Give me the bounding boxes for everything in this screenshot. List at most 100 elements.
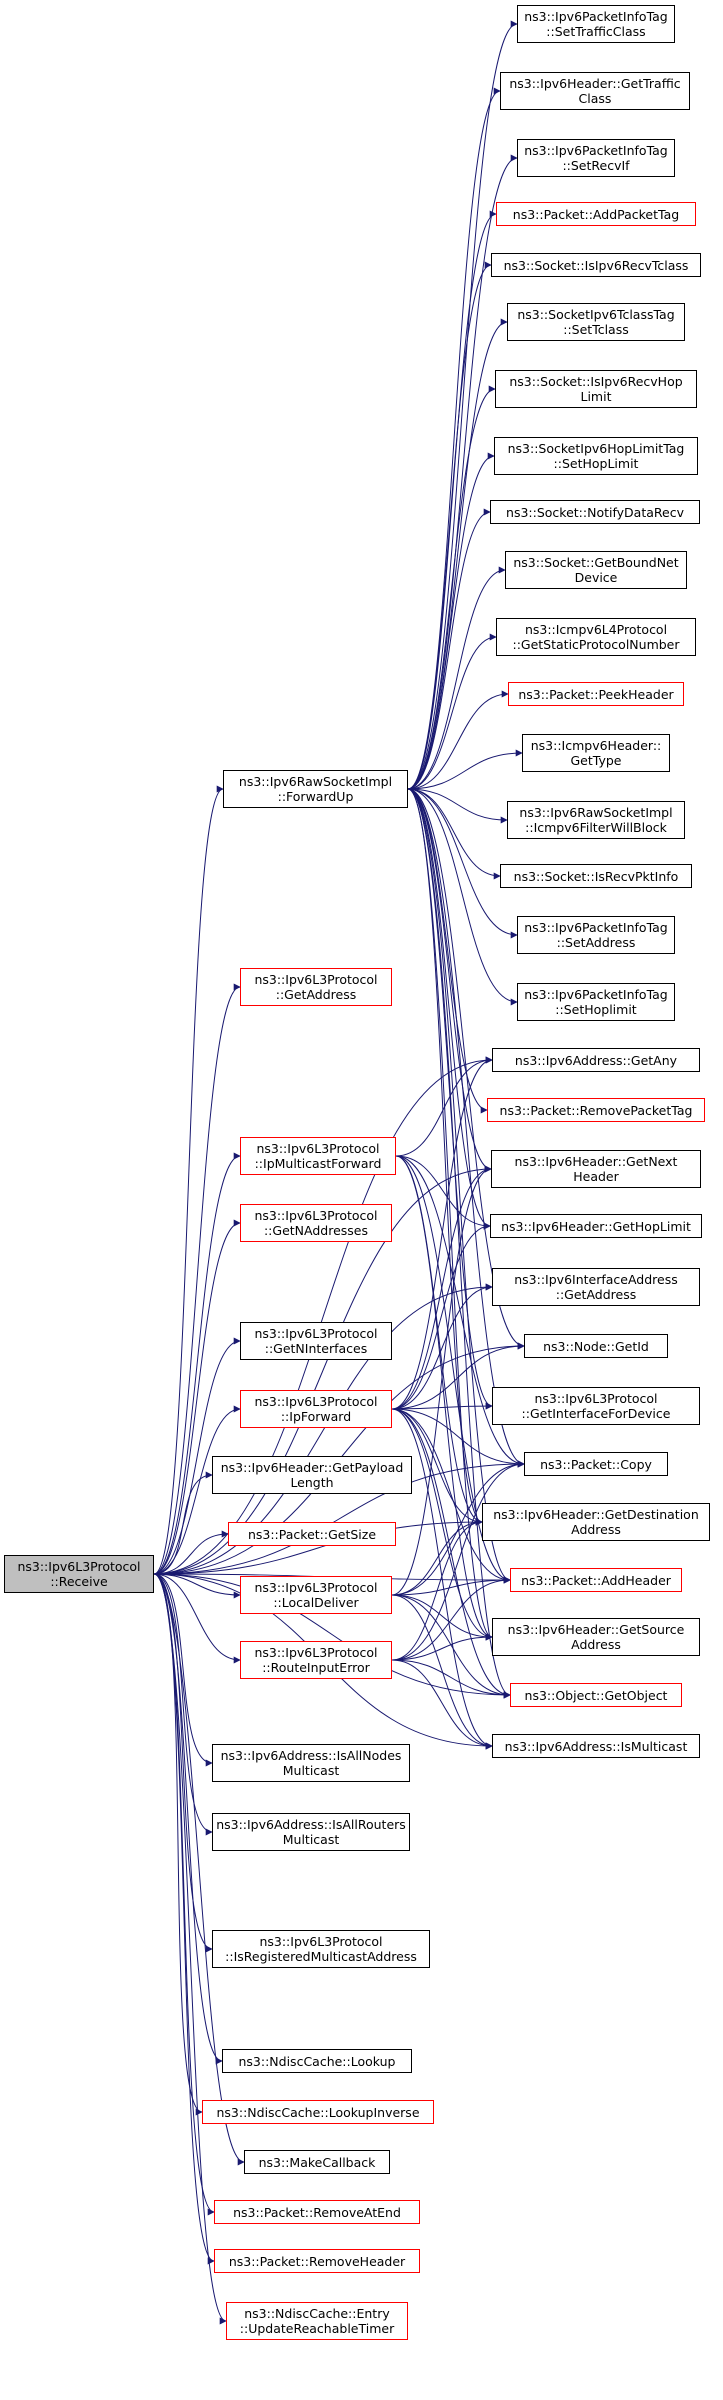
node-sethl[interactable]: ns3::Ipv6PacketInfoTag::SetHoplimit <box>517 983 675 1021</box>
edge-fwdup-to-getdst <box>407 788 483 1526</box>
node-label: ns3::Packet::Copy <box>540 1456 652 1472</box>
node-label: ns3::Ipv6RawSocketImpl <box>238 774 393 789</box>
node-label: ns3::Ipv6L3Protocol <box>259 1934 383 1949</box>
edge-fwdup-to-gethop <box>407 788 491 1230</box>
edge-rie-to-getdst <box>391 1518 483 1661</box>
edge-ipfwd-to-getsrc <box>391 1408 493 1641</box>
node-label: ::GetInterfaceForDevice <box>521 1406 671 1421</box>
node-addhdr[interactable]: ns3::Packet::AddHeader <box>510 1568 682 1592</box>
node-label: ns3::Ipv6Header::GetNext <box>514 1154 678 1169</box>
node-label: ns3::NdiscCache::Lookup <box>238 2053 396 2069</box>
edge-root-to-getnaddr <box>153 1219 241 1575</box>
node-ifaddr[interactable]: ns3::Ipv6InterfaceAddress::GetAddress <box>492 1268 700 1306</box>
edge-root-to-getpay <box>153 1471 213 1575</box>
node-localdel[interactable]: ns3::Ipv6L3Protocol::LocalDeliver <box>240 1576 392 1614</box>
node-label: GetType <box>570 753 622 768</box>
node-ipfwd[interactable]: ns3::Ipv6L3Protocol::IpForward <box>240 1390 392 1428</box>
edge-root-to-getdst <box>153 1518 483 1575</box>
node-shlset[interactable]: ns3::SocketIpv6HopLimitTag::SetHopLimit <box>494 437 698 475</box>
node-ndlookup[interactable]: ns3::NdiscCache::Lookup <box>222 2049 412 2073</box>
node-getnif[interactable]: ns3::Ipv6L3Protocol::GetNInterfaces <box>240 1322 392 1360</box>
node-makecb[interactable]: ns3::MakeCallback <box>244 2150 390 2174</box>
node-icmptype[interactable]: ns3::Icmpv6Header::GetType <box>522 734 670 772</box>
edge-ipfwd-to-addhdr <box>391 1408 511 1584</box>
node-rie[interactable]: ns3::Ipv6L3Protocol::RouteInputError <box>240 1641 392 1679</box>
node-label: ns3::NdiscCache::LookupInverse <box>216 2104 420 2120</box>
node-gethop[interactable]: ns3::Ipv6Header::GetHopLimit <box>490 1214 702 1238</box>
node-getaddr[interactable]: ns3::Ipv6L3Protocol::GetAddress <box>240 968 392 1006</box>
edge-ipmcfwd-to-gethop <box>395 1155 491 1230</box>
edge-fwdup-to-isrecvhl <box>407 385 496 790</box>
node-isregmc[interactable]: ns3::Ipv6L3Protocol::IsRegisteredMultica… <box>212 1930 430 1968</box>
node-isrecvtc[interactable]: ns3::Socket::IsIpv6RecvTclass <box>491 253 701 277</box>
node-fwdup[interactable]: ns3::Ipv6RawSocketImpl::ForwardUp <box>223 770 408 808</box>
node-label: ::ForwardUp <box>277 789 354 804</box>
node-label: ns3::Socket::IsIpv6RecvTclass <box>503 257 689 273</box>
node-setaddr[interactable]: ns3::Ipv6PacketInfoTag::SetAddress <box>517 916 675 954</box>
edge-ipfwd-to-gethop <box>391 1222 491 1410</box>
edge-rie-to-getsrc <box>391 1633 493 1661</box>
node-icmpproto[interactable]: ns3::Icmpv6L4Protocol::GetStaticProtocol… <box>496 618 696 656</box>
node-getsize[interactable]: ns3::Packet::GetSize <box>228 1522 396 1546</box>
node-label: ::SetTclass <box>563 322 629 337</box>
node-label: ns3::Socket::IsRecvPktInfo <box>513 868 679 884</box>
node-label: Address <box>571 1522 621 1537</box>
node-label: ns3::Packet::PeekHeader <box>518 686 674 702</box>
edge-fwdup-to-icmpproto <box>407 633 497 790</box>
node-label: ns3::Object::GetObject <box>524 1687 668 1703</box>
node-ismc[interactable]: ns3::Ipv6Address::IsMulticast <box>492 1734 700 1758</box>
edge-root-to-fwdup <box>153 785 224 1575</box>
node-stcset[interactable]: ns3::SocketIpv6TclassTag::SetTclass <box>507 303 685 341</box>
edge-root-to-makecb <box>153 1573 245 2166</box>
node-getnaddr[interactable]: ns3::Ipv6L3Protocol::GetNAddresses <box>240 1204 392 1242</box>
node-remhdr[interactable]: ns3::Packet::RemoveHeader <box>214 2249 420 2273</box>
edge-root-to-getsize <box>153 1530 229 1575</box>
edge-root-to-updreach <box>153 1573 227 2325</box>
edge-localdel-to-getdst <box>391 1518 483 1596</box>
edge-localdel-to-ismc <box>391 1594 493 1750</box>
edge-localdel-to-getnext <box>391 1165 492 1596</box>
node-notify[interactable]: ns3::Socket::NotifyDataRecv <box>490 500 700 524</box>
node-label: ns3::Ipv6L3Protocol <box>254 1208 378 1223</box>
node-copy[interactable]: ns3::Packet::Copy <box>524 1452 668 1476</box>
node-peek[interactable]: ns3::Packet::PeekHeader <box>508 682 684 706</box>
node-setrecvif[interactable]: ns3::Ipv6PacketInfoTag::SetRecvIf <box>517 139 675 177</box>
edge-fwdup-to-icmpfilter <box>407 788 508 824</box>
edge-root-to-getnif <box>153 1337 241 1575</box>
node-ndlookupinv[interactable]: ns3::NdiscCache::LookupInverse <box>202 2100 434 2124</box>
node-isrecvpkt[interactable]: ns3::Socket::IsRecvPktInfo <box>500 864 692 888</box>
node-getiffordev[interactable]: ns3::Ipv6L3Protocol::GetInterfaceForDevi… <box>492 1387 700 1425</box>
edge-root-to-getaddr <box>153 983 241 1575</box>
node-rempt[interactable]: ns3::Packet::RemovePacketTag <box>487 1098 705 1122</box>
node-label: ns3::Ipv6Address::IsAllNodes <box>220 1748 402 1763</box>
node-remend[interactable]: ns3::Packet::RemoveAtEnd <box>214 2200 420 2224</box>
edge-rie-to-getobj <box>391 1659 511 1699</box>
node-label: ns3::Ipv6Address::IsMulticast <box>504 1738 688 1754</box>
node-getobj[interactable]: ns3::Object::GetObject <box>510 1683 682 1707</box>
node-label: ns3::MakeCallback <box>258 2154 376 2170</box>
node-label: ns3::Packet::RemoveAtEnd <box>233 2204 401 2220</box>
node-ipmcfwd[interactable]: ns3::Ipv6L3Protocol::IpMulticastForward <box>240 1137 396 1175</box>
node-label: ns3::Ipv6L3Protocol <box>254 1326 378 1341</box>
node-updreach[interactable]: ns3::NdiscCache::Entry::UpdateReachableT… <box>226 2302 408 2340</box>
edge-rie-to-copy <box>391 1460 525 1661</box>
node-getany[interactable]: ns3::Ipv6Address::GetAny <box>492 1048 700 1072</box>
node-label: ns3::NdiscCache::Entry <box>244 2306 390 2321</box>
edge-localdel-to-getsrc <box>391 1594 493 1641</box>
node-icmpfilter[interactable]: ns3::Ipv6RawSocketImpl::Icmpv6FilterWill… <box>507 801 685 839</box>
node-addpt[interactable]: ns3::Packet::AddPacketTag <box>496 202 696 226</box>
node-label: ::SetHoplimit <box>555 1002 637 1017</box>
node-nodeid[interactable]: ns3::Node::GetId <box>524 1334 668 1358</box>
edge-fwdup-to-getnext <box>407 788 492 1173</box>
node-settc[interactable]: ns3::Ipv6PacketInfoTag::SetTrafficClass <box>517 5 675 43</box>
